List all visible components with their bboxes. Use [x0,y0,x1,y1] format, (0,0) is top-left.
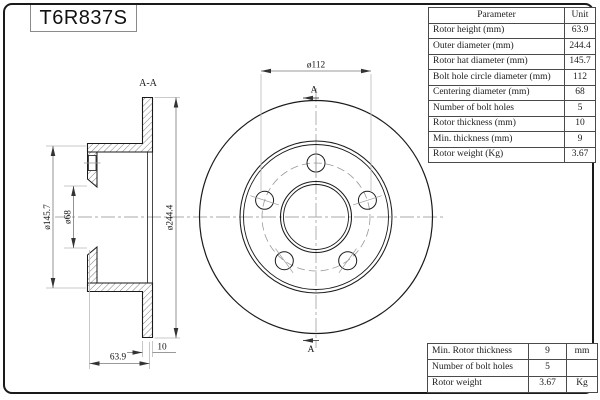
summary-label: Rotor weight [427,375,529,393]
param-label: Rotor weight (Kg) [428,146,565,163]
dim-bolt-circle: ø112 [307,61,326,71]
column-header-parameter: Parameter [428,7,565,24]
center-hole-circle-inner [283,184,349,250]
param-label: Number of bolt holes [428,100,565,117]
table-row: Bolt hole circle diameter (mm)112 [428,69,596,86]
hat-circle-inner [243,144,389,290]
summary-value: 9 [528,342,567,361]
section-label: A-A [139,78,158,89]
param-label: Rotor height (mm) [428,22,565,39]
table-row: Rotor weight (Kg)3.67 [428,146,596,163]
dim-outer-diameter: ø244.4 [166,204,176,230]
bolt-hole [255,190,275,210]
dim-height: 63.9 [110,353,127,363]
summary-unit: Kg [566,375,598,393]
parameter-table: Parameter Unit Rotor height (mm)63.9 Out… [428,7,596,163]
param-label: Outer diameter (mm) [428,38,565,55]
table-header-row: Parameter Unit [428,7,596,24]
bolt-hole [357,190,377,210]
param-value: 63.9 [564,22,596,39]
dim-center-hole: ø68 [64,210,74,224]
column-header-unit: Unit [564,7,596,24]
table-row: Rotor height (mm)63.9 [428,22,596,39]
table-row: Outer diameter (mm)244.4 [428,38,596,55]
summary-unit [566,359,598,377]
param-value: 10 [564,115,596,132]
param-label: Rotor thickness (mm) [428,115,565,132]
table-row: Rotor thickness (mm)10 [428,115,596,132]
summary-unit: mm [566,342,598,361]
center-hole-circle-outer [279,180,353,254]
dim-hat-diameter: ø145.7 [43,204,53,230]
param-value: 9 [564,131,596,148]
bolt-hole [274,251,294,271]
bolt-hole [338,251,358,271]
summary-value: 3.67 [528,375,567,393]
table-row: Centering diameter (mm)68 [428,84,596,101]
section-cut-label-top: A [311,86,318,96]
hat-circle-outer [239,140,393,294]
param-value: 112 [564,69,596,86]
front-view: ø112 A A [198,61,434,355]
summary-value: 5 [528,359,567,377]
part-number-box: T6R837S [30,5,137,32]
summary-label: Min. Rotor thickness [427,342,529,361]
section-view [84,96,154,339]
outer-diameter-circle [198,99,434,335]
drawing-border [3,3,594,394]
param-label: Centering diameter (mm) [428,84,565,101]
table-row: Number of bolt holes 5 [427,359,598,377]
table-row: Min. thickness (mm)9 [428,131,596,148]
summary-label: Number of bolt holes [427,359,529,377]
summary-table: Min. Rotor thickness 9 mm Number of bolt… [427,342,598,393]
part-number: T6R837S [39,6,128,29]
table-row: Rotor weight 3.67 Kg [427,375,598,393]
param-value: 145.7 [564,53,596,70]
bolt-hole-centermarks [250,148,382,274]
param-value: 68 [564,84,596,101]
section-cut-label-bottom: A [308,345,315,355]
section-dimensions: ø145.7 ø68 ø244.4 63.9 10 A-A [43,78,180,369]
table-row: Rotor hat diameter (mm)145.7 [428,53,596,70]
param-label: Min. thickness (mm) [428,131,565,148]
table-row: Min. Rotor thickness 9 mm [427,342,598,361]
dim-thickness: 10 [157,343,167,353]
param-label: Bolt hole circle diameter (mm) [428,69,565,86]
param-value: 3.67 [564,146,596,163]
param-value: 5 [564,100,596,117]
param-label: Rotor hat diameter (mm) [428,53,565,70]
param-value: 244.4 [564,38,596,55]
